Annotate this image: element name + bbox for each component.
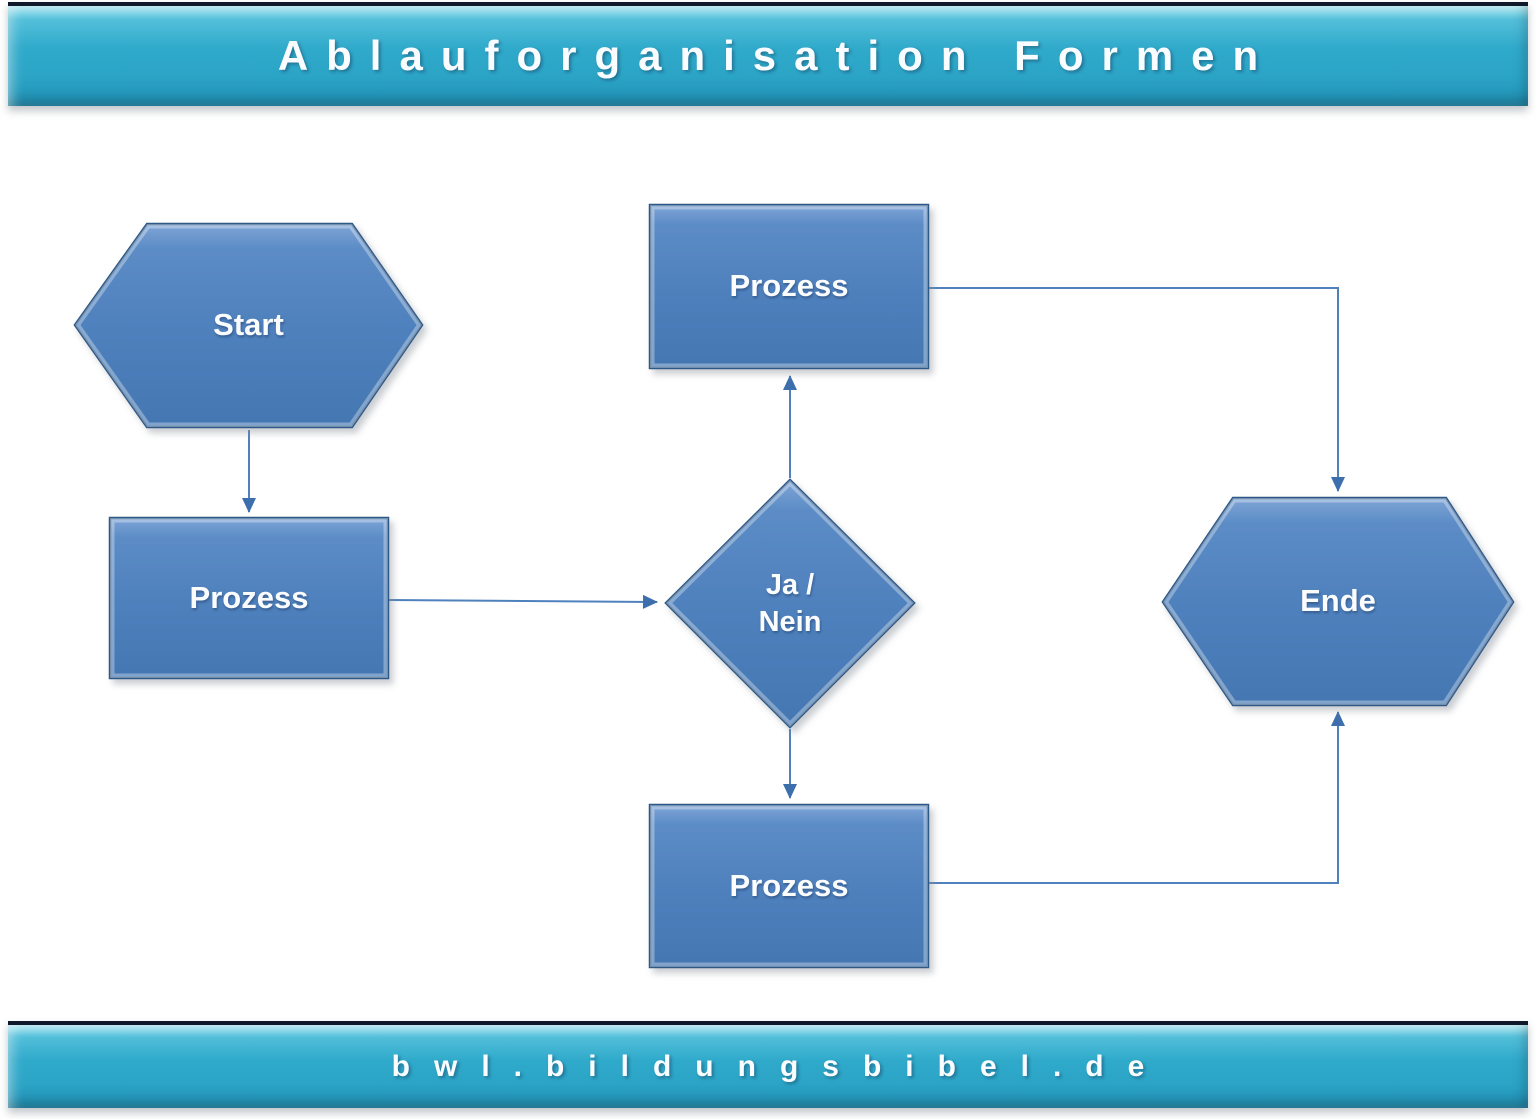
page-title: Ablauforganisation Formen <box>277 32 1277 79</box>
title-banner: Ablauforganisation Formen <box>8 2 1528 106</box>
ende-node-shape <box>1161 496 1515 707</box>
connector-process-left-to-decision <box>388 594 658 609</box>
start-node-shape <box>73 222 424 429</box>
connector-process-top-to-ende <box>929 287 1345 492</box>
footer-url: bwl.bildungsbibel.de <box>391 1049 1169 1083</box>
decision-node-shape <box>664 478 916 729</box>
process-top-node-shape <box>648 203 930 370</box>
connector-process-bottom-to-ende <box>929 711 1345 884</box>
process-bottom-node-shape <box>648 803 930 969</box>
footer-banner: bwl.bildungsbibel.de <box>8 1021 1528 1108</box>
process-left-node-shape <box>108 516 390 680</box>
